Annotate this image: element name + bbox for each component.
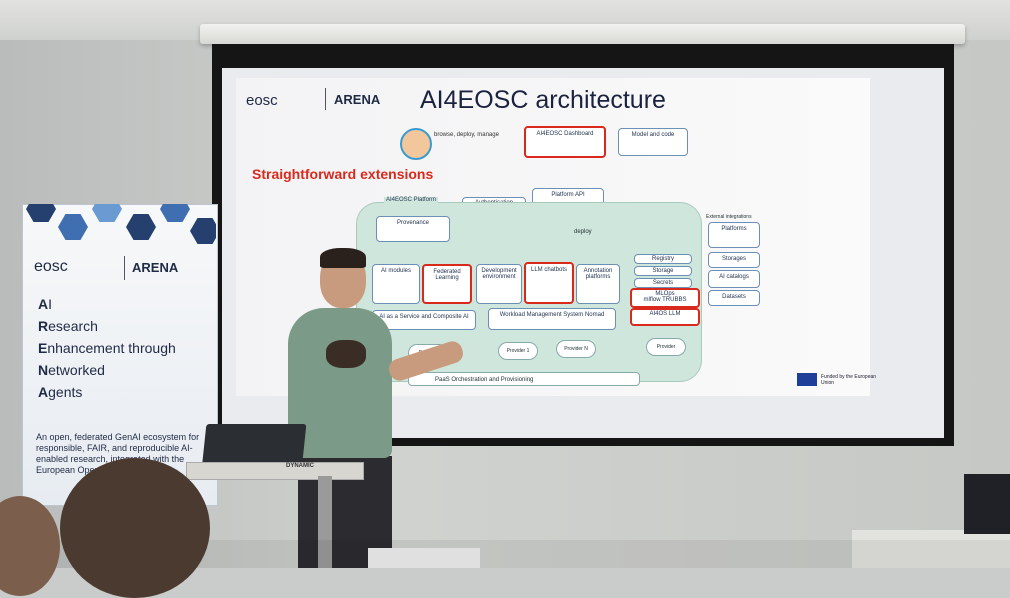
paas-box: PaaS Orchestration and Provisioning (408, 372, 640, 386)
acrostic-initial: R (38, 318, 49, 334)
acrostic-line: Research (38, 318, 98, 334)
banner-hex-pattern (22, 204, 216, 250)
provenance-label: Provenance (396, 220, 430, 226)
platforms-label: Platforms (721, 226, 747, 232)
slide-logo-eosc: eosc (246, 92, 278, 109)
acrostic-rest: esearch (48, 318, 98, 334)
llm-chatbots-label: LLM chatbots (530, 267, 568, 273)
banner-logo-eosc: eosc (34, 258, 68, 275)
deploy-label: deploy (574, 229, 592, 235)
acrostic-rest: nhancement through (47, 340, 176, 356)
federated-learning-label: Federated Learning (433, 269, 461, 281)
dev-env-label: Development environment (481, 268, 517, 280)
provenance-box: Provenance (376, 216, 450, 242)
eu-flag-icon (797, 373, 817, 386)
projector-screen-housing (200, 24, 965, 44)
ai4os-llm-box: AI4OS LLM (630, 308, 700, 326)
storages-box: Storages (708, 252, 760, 268)
hexagon-shape (160, 204, 190, 222)
hexagon-shape (92, 204, 122, 222)
secrets-box: Secrets (634, 278, 692, 288)
hexagon-shape (126, 214, 156, 240)
registry-box: Registry (634, 254, 692, 264)
slide-logo-arena: ARENA (334, 92, 381, 107)
acrostic-initial: A (38, 296, 49, 312)
annotation-label: Annotation platforms (583, 268, 613, 280)
acrostic-rest: I (48, 296, 53, 312)
acrostic-line: Networked (38, 362, 105, 378)
hexagon-shape (190, 218, 216, 244)
secrets-label: Secrets (652, 280, 674, 286)
platform-label: AI4EOSC Platform (384, 197, 439, 203)
podium-label: DYNAMIC (286, 463, 314, 469)
user-icon (400, 128, 432, 160)
acrostic-rest: etworked (48, 362, 105, 378)
datasets-box: Datasets (708, 290, 760, 306)
provider-n-cloud: Provider N (556, 340, 596, 358)
monitor-right (964, 474, 1010, 534)
banner-logo-arena: ARENA (132, 260, 179, 275)
mlops-tools-label: mlflow TRUBBS (643, 297, 687, 303)
ai-catalogs-box: AI catalogs (708, 270, 760, 288)
federated-learning-box: Federated Learning (422, 264, 472, 304)
storage-box: Storage (634, 266, 692, 276)
storage-label: Storage (652, 268, 674, 274)
provider-1-cloud: Provider 1 (498, 342, 538, 360)
podium-stand (318, 476, 332, 568)
ai4os-llm-label: AI4OS LLM (649, 311, 681, 317)
wms-label: Workload Management System (499, 312, 584, 318)
slide-highlight-text: Straightforward extensions (252, 166, 434, 182)
podium-table (186, 462, 364, 480)
model-code-box: Model and code (618, 128, 688, 156)
slide-title: AI4EOSC architecture (420, 86, 666, 114)
aaas-label: AI as a Service and Composite AI (379, 314, 469, 320)
acrostic-initial: E (38, 340, 48, 356)
dev-env-box: Development environment (476, 264, 522, 304)
platforms-box: Platforms (708, 222, 760, 248)
hexagon-shape (26, 204, 56, 222)
annotation-box: Annotation platforms (576, 264, 620, 304)
logo-divider (325, 88, 326, 110)
user-action-label: browse, deploy, manage (434, 132, 499, 138)
acrostic-line: Agents (38, 384, 82, 400)
model-code-label: Model and code (631, 132, 675, 138)
acrostic-initial: A (38, 384, 49, 400)
presenter-hair (320, 248, 366, 268)
registry-label: Registry (651, 256, 674, 262)
wms-box: Workload Management System Nomad (488, 308, 616, 330)
acrostic-initial: N (38, 362, 49, 378)
audience-head (60, 458, 210, 598)
acrostic-line: Enhancement through (38, 340, 176, 356)
funded-by-eu-label: Funded by the European Union (821, 374, 877, 386)
banner-logo-divider (124, 256, 125, 280)
paper-sheet (368, 548, 480, 568)
datasets-label: Datasets (722, 294, 746, 300)
bison-print-icon (326, 340, 366, 368)
acrostic-rest: gents (48, 384, 83, 400)
hexagon-shape (58, 214, 88, 240)
nomad-label: Nomad (584, 312, 605, 318)
external-integrations-label: External integrations (706, 214, 752, 220)
provider-cloud-right: Provider (646, 338, 686, 356)
dashboard-label: AI4EOSC Dashboard (536, 131, 594, 137)
dashboard-box: AI4EOSC Dashboard (524, 126, 606, 158)
mlops-label: MLOps (655, 291, 675, 297)
storages-label: Storages (721, 256, 746, 262)
desk-right (852, 530, 1010, 568)
ai-modules-box: AI modules (372, 264, 420, 304)
platform-api-label: Platform API (551, 192, 585, 198)
llm-chatbots-box: LLM chatbots (524, 262, 574, 304)
acrostic-line: AI (38, 296, 52, 312)
ai-modules-label: AI modules (380, 268, 411, 274)
arena-banner (22, 204, 218, 506)
ai-catalogs-label: AI catalogs (719, 274, 749, 280)
